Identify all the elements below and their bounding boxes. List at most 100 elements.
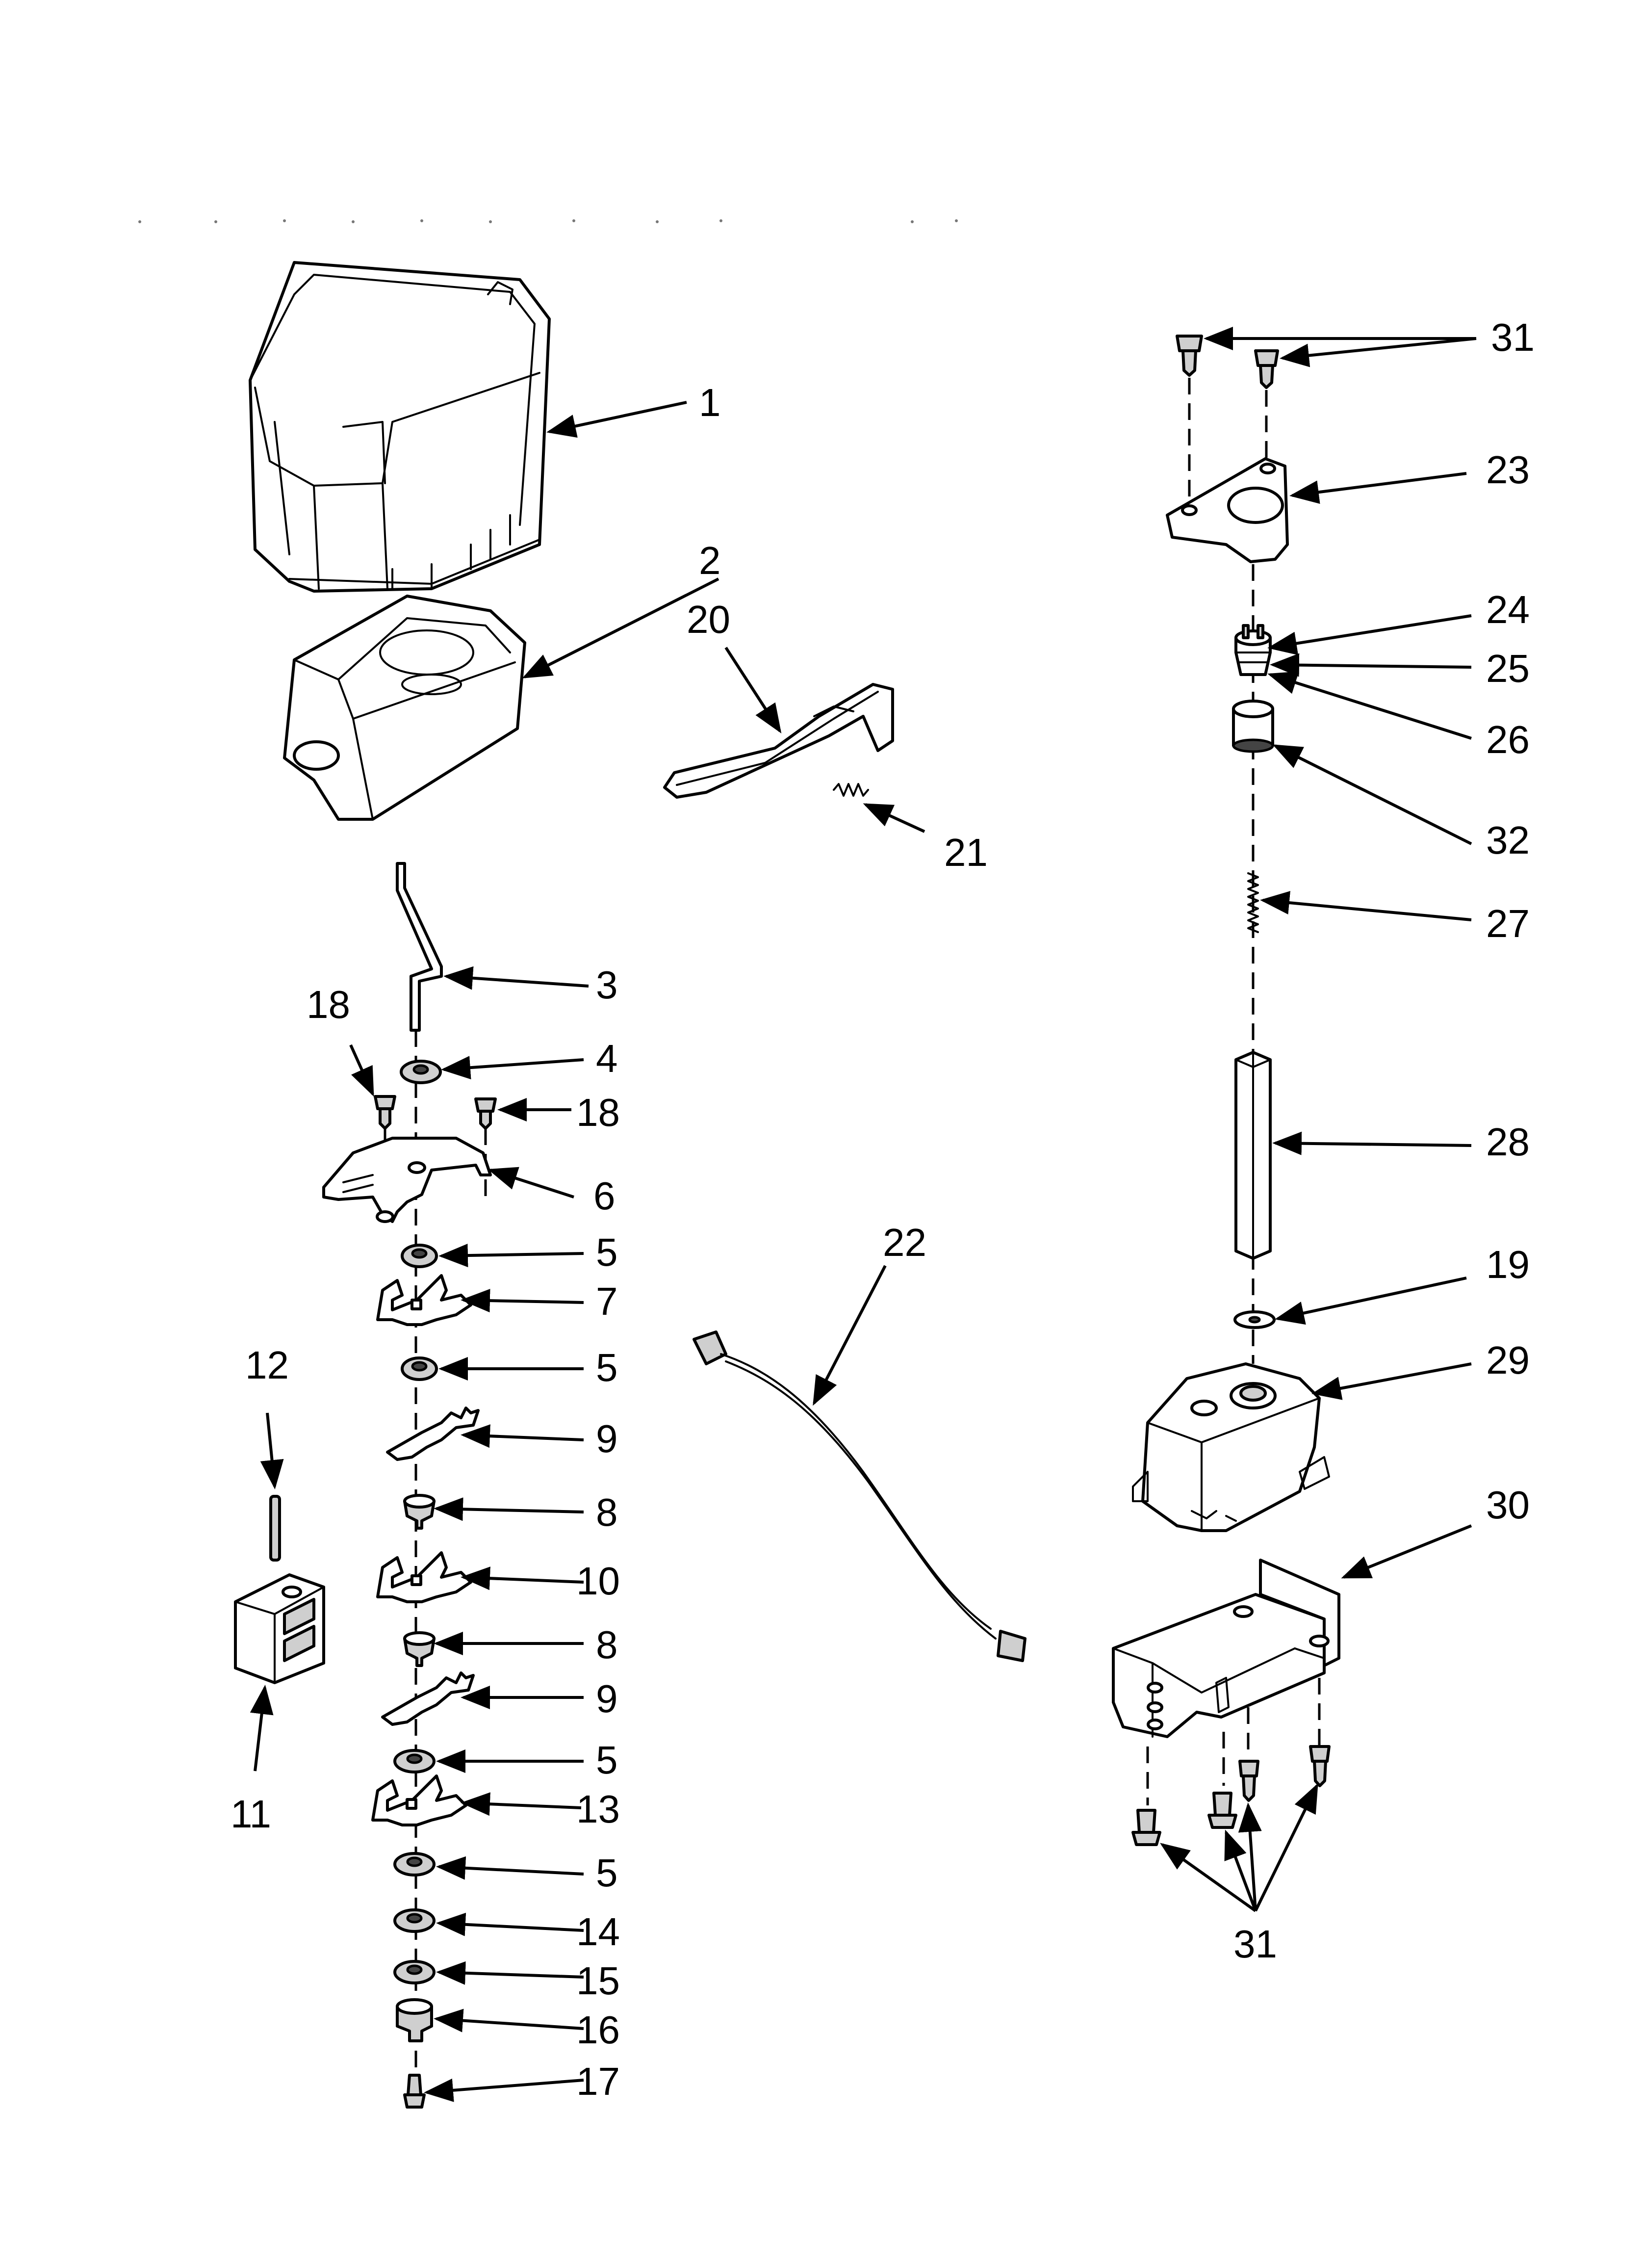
leader-7 bbox=[461, 1289, 584, 1313]
callout-9b: 9 bbox=[596, 1677, 618, 1721]
lever-part-20[interactable] bbox=[663, 683, 894, 799]
callout-5b: 5 bbox=[596, 1346, 618, 1389]
leader-24 bbox=[1267, 614, 1472, 655]
leader-10 bbox=[461, 1566, 584, 1590]
callout-27: 27 bbox=[1486, 902, 1530, 945]
screw-part-31-top-right[interactable] bbox=[1254, 349, 1279, 389]
callout-21: 21 bbox=[944, 831, 988, 874]
blade-part-7[interactable] bbox=[376, 1274, 472, 1326]
callout-19: 19 bbox=[1486, 1243, 1530, 1286]
bushing-part-8b[interactable] bbox=[403, 1631, 436, 1667]
leader-20 bbox=[724, 647, 782, 734]
screw-part-18-left[interactable] bbox=[374, 1095, 396, 1130]
bracket-plate-part-6[interactable] bbox=[322, 1137, 492, 1223]
leader-6 bbox=[487, 1167, 574, 1199]
leader-31b-4 bbox=[1254, 1783, 1318, 1912]
washer-part-5c[interactable] bbox=[393, 1749, 436, 1773]
screw-part-31-bottom-1[interactable] bbox=[1131, 1809, 1161, 1846]
callout-17: 17 bbox=[576, 2059, 620, 2103]
wire-harness-part-22[interactable] bbox=[693, 1330, 1026, 1662]
screw-part-31-bottom-3[interactable] bbox=[1238, 1760, 1259, 1802]
bracket-part-30[interactable] bbox=[1112, 1559, 1340, 1738]
callout-11: 11 bbox=[231, 1792, 271, 1836]
leader-31b-2 bbox=[1224, 1829, 1257, 1912]
leader-1 bbox=[546, 401, 687, 438]
leader-5a bbox=[438, 1244, 584, 1268]
leader-9a bbox=[461, 1424, 584, 1448]
screw-part-17[interactable] bbox=[403, 2074, 426, 2109]
leader-19 bbox=[1275, 1277, 1467, 1325]
screw-part-31-bottom-4[interactable] bbox=[1309, 1745, 1331, 1787]
block-part-11[interactable] bbox=[234, 1573, 325, 1684]
leader-3 bbox=[443, 966, 589, 990]
auger-housing-part-2[interactable] bbox=[283, 595, 526, 821]
callout-26: 26 bbox=[1486, 718, 1530, 761]
leader-12 bbox=[260, 1412, 284, 1489]
callout-8b: 8 bbox=[596, 1623, 618, 1667]
spring-part-27[interactable] bbox=[1247, 872, 1259, 933]
callout-3: 3 bbox=[596, 963, 618, 1007]
washer-part-4[interactable] bbox=[400, 1060, 442, 1084]
callout-30: 30 bbox=[1486, 1483, 1530, 1527]
washer-part-14[interactable] bbox=[393, 1908, 436, 1933]
leader-8a bbox=[434, 1497, 584, 1521]
callout-labels: 1 2 20 21 3 4 18 18 6 5 7 5 9 8 10 8 9 5… bbox=[231, 315, 1535, 2103]
callout-31-top: 31 bbox=[1491, 315, 1535, 359]
spring-part-21[interactable] bbox=[833, 783, 869, 797]
blade-part-10[interactable] bbox=[376, 1551, 472, 1603]
callout-16: 16 bbox=[576, 2008, 620, 2052]
leader-4 bbox=[441, 1056, 584, 1080]
callout-31-bottom: 31 bbox=[1233, 1922, 1277, 1966]
leader-5d bbox=[436, 1856, 584, 1880]
leader-31b-1 bbox=[1160, 1843, 1257, 1912]
gear-motor-part-29[interactable] bbox=[1132, 1362, 1330, 1532]
screw-part-31-bottom-2[interactable] bbox=[1207, 1792, 1237, 1829]
bushing-part-8a[interactable] bbox=[403, 1494, 436, 1530]
callout-24: 24 bbox=[1486, 588, 1530, 631]
leader-16 bbox=[434, 2008, 584, 2033]
leader-2 bbox=[522, 577, 719, 678]
blade-part-9a[interactable] bbox=[386, 1407, 480, 1461]
leader-18a bbox=[349, 1044, 374, 1097]
washer-part-5b[interactable] bbox=[401, 1356, 438, 1381]
callout-9a: 9 bbox=[596, 1417, 618, 1460]
leader-31a-2 bbox=[1280, 337, 1477, 367]
blade-part-9b[interactable] bbox=[381, 1671, 475, 1726]
blade-part-13[interactable] bbox=[371, 1774, 467, 1826]
leader-28 bbox=[1272, 1131, 1472, 1155]
callout-22: 22 bbox=[883, 1221, 926, 1264]
screw-part-18-right[interactable] bbox=[474, 1097, 497, 1130]
pin-part-12[interactable] bbox=[269, 1495, 281, 1562]
callout-14: 14 bbox=[576, 1910, 620, 1954]
washer-part-5d[interactable] bbox=[393, 1852, 436, 1877]
callout-7: 7 bbox=[596, 1279, 618, 1323]
mount-plate-part-23[interactable] bbox=[1166, 457, 1289, 563]
leader-23 bbox=[1289, 472, 1467, 504]
callout-8a: 8 bbox=[596, 1490, 618, 1534]
hub-part-16[interactable] bbox=[396, 1998, 433, 2042]
sleeve-part-32[interactable] bbox=[1232, 700, 1274, 753]
ice-bucket-part-1[interactable] bbox=[249, 261, 551, 593]
shaft-part-28[interactable] bbox=[1234, 1051, 1272, 1260]
leader-21 bbox=[863, 803, 925, 833]
washer-part-15[interactable] bbox=[393, 1960, 436, 1984]
leader-30 bbox=[1341, 1524, 1472, 1579]
leader-31b-3 bbox=[1238, 1802, 1262, 1911]
crank-wire-part-3[interactable] bbox=[396, 862, 443, 1032]
callout-15: 15 bbox=[576, 1959, 620, 2003]
callout-32: 32 bbox=[1486, 818, 1530, 862]
washer-part-5a[interactable] bbox=[401, 1244, 438, 1268]
screw-part-31-top-left[interactable] bbox=[1176, 335, 1203, 377]
callout-5d: 5 bbox=[596, 1851, 618, 1895]
callout-4: 4 bbox=[596, 1037, 618, 1080]
callout-1: 1 bbox=[699, 381, 721, 424]
leader-17 bbox=[424, 2078, 584, 2102]
washer-part-19[interactable] bbox=[1233, 1310, 1276, 1329]
leader-11 bbox=[250, 1685, 274, 1772]
callout-28: 28 bbox=[1486, 1120, 1530, 1164]
coupler-part-24-25-26[interactable] bbox=[1234, 624, 1272, 676]
leader-22 bbox=[813, 1265, 887, 1406]
leader-15 bbox=[436, 1961, 584, 1985]
callout-25: 25 bbox=[1486, 647, 1530, 690]
